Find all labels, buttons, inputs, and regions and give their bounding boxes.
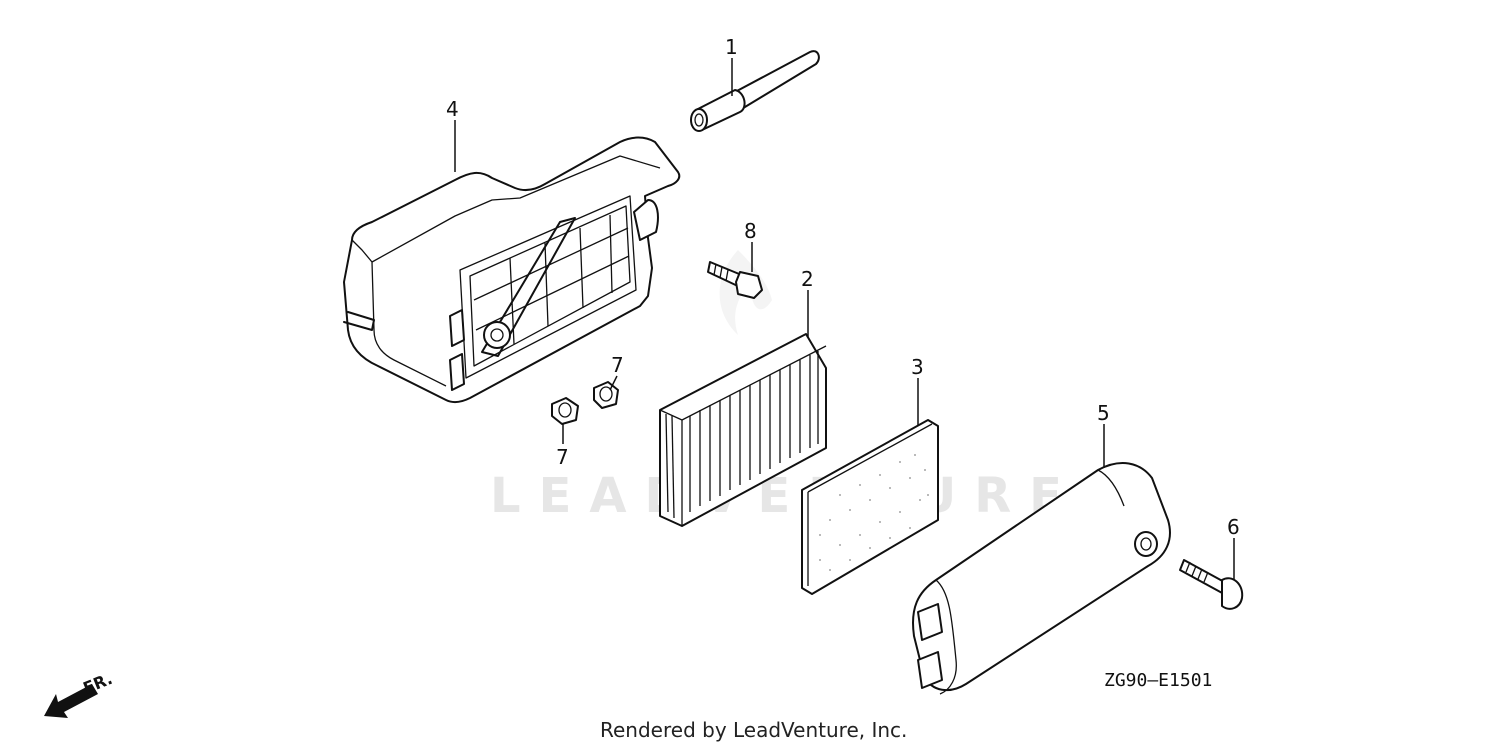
leader-lines	[454, 58, 1235, 580]
footer-credit: Rendered by LeadVenture, Inc.	[600, 718, 907, 742]
label-part-1: 1	[725, 35, 738, 59]
front-direction-arrow-icon	[44, 684, 98, 718]
label-part-8: 8	[744, 219, 757, 243]
air-cleaner-cover[interactable]	[912, 462, 1171, 695]
label-part-4: 4	[446, 97, 459, 121]
breather-tube[interactable]	[690, 50, 820, 132]
flange-bolt[interactable]	[707, 261, 763, 299]
filter-element[interactable]	[659, 333, 827, 527]
front-direction-label: FR.	[80, 669, 115, 698]
label-part-5: 5	[1097, 401, 1110, 425]
nut-right[interactable]	[593, 381, 619, 409]
air-cleaner-case[interactable]	[343, 136, 681, 404]
label-part-3: 3	[911, 355, 924, 379]
label-part-6: 6	[1227, 515, 1240, 539]
wing-bolt[interactable]	[1179, 559, 1244, 610]
label-part-2: 2	[801, 267, 814, 291]
diagram-code: ZG90—E1501	[1104, 670, 1212, 691]
foam-prefilter[interactable]	[801, 419, 939, 595]
watermark-text: LEADVENTURE	[490, 468, 1080, 524]
nut-left[interactable]	[551, 397, 579, 425]
label-part-7-upper: 7	[611, 353, 624, 377]
label-part-7-lower: 7	[556, 445, 569, 469]
